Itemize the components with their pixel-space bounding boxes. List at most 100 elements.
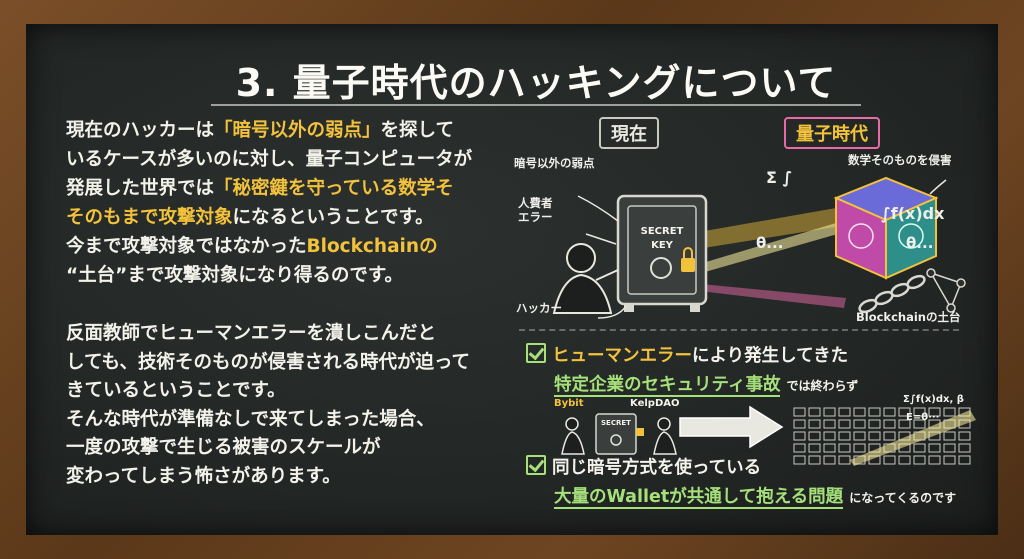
wallet-icon bbox=[838, 431, 851, 441]
wallet-icon bbox=[868, 431, 881, 441]
wallet-icon bbox=[823, 407, 836, 417]
check-text: により発生してきた bbox=[692, 346, 849, 366]
wallet-highlight: 大量のWallet bbox=[554, 487, 670, 509]
chain-icon bbox=[858, 274, 926, 314]
math-attack-label: 数学そのものを侵害 bbox=[848, 153, 952, 167]
checkbox-icon bbox=[526, 343, 546, 363]
human-error-label: 人費者 エラー bbox=[518, 196, 553, 224]
body-line: そんな時代が準備なしで来てしまった場合、 bbox=[66, 408, 435, 430]
wallet-grid bbox=[793, 407, 976, 466]
present-label: 現在 bbox=[599, 117, 659, 149]
arrow-right-icon bbox=[679, 405, 784, 449]
wallet-icon bbox=[793, 407, 806, 417]
wallet-icon bbox=[823, 419, 836, 429]
check-item-2: 同じ暗号方式を使っている 大量のWalletが共通して抱える問題 になってくるの… bbox=[526, 454, 986, 509]
formula-label-2: E=θ··· bbox=[906, 412, 940, 423]
wallet-icon bbox=[928, 455, 941, 465]
intro-text: 今まで攻撃対象ではなかった bbox=[66, 236, 307, 257]
wallet-icon bbox=[943, 431, 956, 441]
wallet-icon bbox=[793, 443, 806, 453]
corporate-incident-highlight: 特定企業のセキュリティ事故 bbox=[554, 375, 781, 397]
wallet-icon bbox=[913, 443, 926, 453]
wallet-icon bbox=[943, 455, 956, 465]
small-incident-illustration bbox=[561, 413, 677, 455]
wallet-icon bbox=[913, 407, 926, 417]
wallet-icon bbox=[928, 407, 941, 417]
wallet-icon bbox=[808, 431, 821, 441]
check-item-1: ヒューマンエラーにより発生してきた 特定企業のセキュリティ事故 では終わらず bbox=[526, 342, 966, 397]
body-paragraph: 反面教師でヒューマンエラーを潰しこんだと しても、技術そのものが侵害される時代が… bbox=[66, 320, 526, 491]
wallet-icon bbox=[838, 407, 851, 417]
common-problem-highlight: が共通して抱える問題 bbox=[669, 487, 844, 509]
theta-symbol-2: θ... bbox=[906, 234, 934, 252]
wallet-icon bbox=[928, 443, 941, 453]
quantum-era-label: 量子時代 bbox=[784, 117, 880, 149]
divider bbox=[519, 329, 959, 331]
human-error-line: エラー bbox=[518, 210, 553, 224]
wallet-icon bbox=[838, 419, 851, 429]
wallet-icon bbox=[913, 419, 926, 429]
intro-text: 現在のハッカーは bbox=[66, 120, 215, 141]
wallet-icon bbox=[793, 419, 806, 429]
wallet-icon bbox=[823, 455, 836, 465]
highlight-weakness: 「暗号以外の弱点」 bbox=[214, 120, 381, 141]
page-title: 3. 量子時代のハッキングについて bbox=[235, 61, 837, 105]
wallet-icon bbox=[943, 443, 956, 453]
chalkboard: 3. 量子時代のハッキングについて 現在のハッカーは「暗号以外の弱点」を探して … bbox=[26, 24, 998, 535]
intro-text: になるということです。 bbox=[232, 207, 434, 228]
wallet-icon bbox=[823, 443, 836, 453]
check-text: になってくるのです bbox=[849, 491, 957, 505]
wallet-icon bbox=[808, 419, 821, 429]
body-line: 反面教師でヒューマンエラーを潰しこんだと bbox=[66, 323, 437, 344]
wallet-icon bbox=[793, 431, 806, 441]
safe-label-2: KEY bbox=[651, 240, 674, 251]
wallet-icon bbox=[883, 431, 896, 441]
wallet-icon bbox=[853, 407, 866, 417]
body-line: きているということです。 bbox=[66, 380, 286, 401]
intro-text: いるケースが多いのに対し、量子コンピュータが bbox=[66, 149, 473, 170]
bybit-label: Bybit bbox=[554, 398, 584, 409]
wallet-icon bbox=[883, 407, 896, 417]
wallet-icon bbox=[898, 455, 911, 465]
attack-beam bbox=[686, 223, 841, 276]
highlight-math: 「秘密鍵を守っている数学そ bbox=[214, 178, 454, 199]
network-icon bbox=[926, 268, 966, 313]
body-line: 変わってしまう怖さがあります。 bbox=[66, 465, 341, 487]
wallet-icon bbox=[883, 455, 896, 465]
weakness-label: 暗号以外の弱点 bbox=[514, 156, 595, 170]
intro-text: “土台”まで攻撃対象になり得るのです。 bbox=[66, 265, 403, 286]
title-underline bbox=[211, 104, 861, 106]
wallet-icon bbox=[808, 443, 821, 453]
safe-label-1: SECRET bbox=[641, 226, 684, 237]
wallet-icon bbox=[808, 407, 821, 417]
body-line: 一度の攻撃で生じる被害のスケールが bbox=[66, 437, 381, 458]
wallet-icon bbox=[853, 443, 866, 453]
mini-safe-label: SECRET bbox=[601, 419, 631, 427]
human-error-line: 人費者 bbox=[518, 196, 553, 210]
blockchain-base-label: Blockchainの土台 bbox=[856, 310, 961, 324]
hacking-diagram: SECRET KEY bbox=[552, 176, 966, 319]
quantum-cube-icon bbox=[833, 176, 939, 280]
intro-text: を探して bbox=[380, 120, 454, 141]
wallet-icon bbox=[823, 431, 836, 441]
wallet-icon bbox=[958, 431, 971, 441]
safe-icon bbox=[616, 194, 708, 312]
wallet-icon bbox=[898, 419, 911, 429]
wallet-icon bbox=[943, 407, 956, 417]
kelpdao-label: KelpDAO bbox=[630, 398, 680, 409]
wallet-icon bbox=[793, 455, 806, 465]
check-text: では終わらず bbox=[786, 379, 859, 393]
highlight-blockchain: Blockchainの bbox=[306, 236, 438, 257]
intro-paragraph: 現在のハッカーは「暗号以外の弱点」を探して いるケースが多いのに対し、量子コンピ… bbox=[66, 116, 536, 290]
wallet-icon bbox=[913, 455, 926, 465]
wallet-icon bbox=[958, 443, 971, 453]
highlight-math: そのもまで攻撃対象 bbox=[66, 207, 233, 228]
wallet-icon bbox=[958, 455, 971, 465]
checkbox-icon bbox=[526, 455, 546, 475]
wallet-icon bbox=[808, 455, 821, 465]
hacker-icon bbox=[552, 243, 619, 314]
integral-formula: ∫f(x)dx bbox=[881, 204, 945, 223]
attack-beam bbox=[691, 283, 846, 308]
wallet-icon bbox=[868, 419, 881, 429]
wallet-icon bbox=[898, 407, 911, 417]
